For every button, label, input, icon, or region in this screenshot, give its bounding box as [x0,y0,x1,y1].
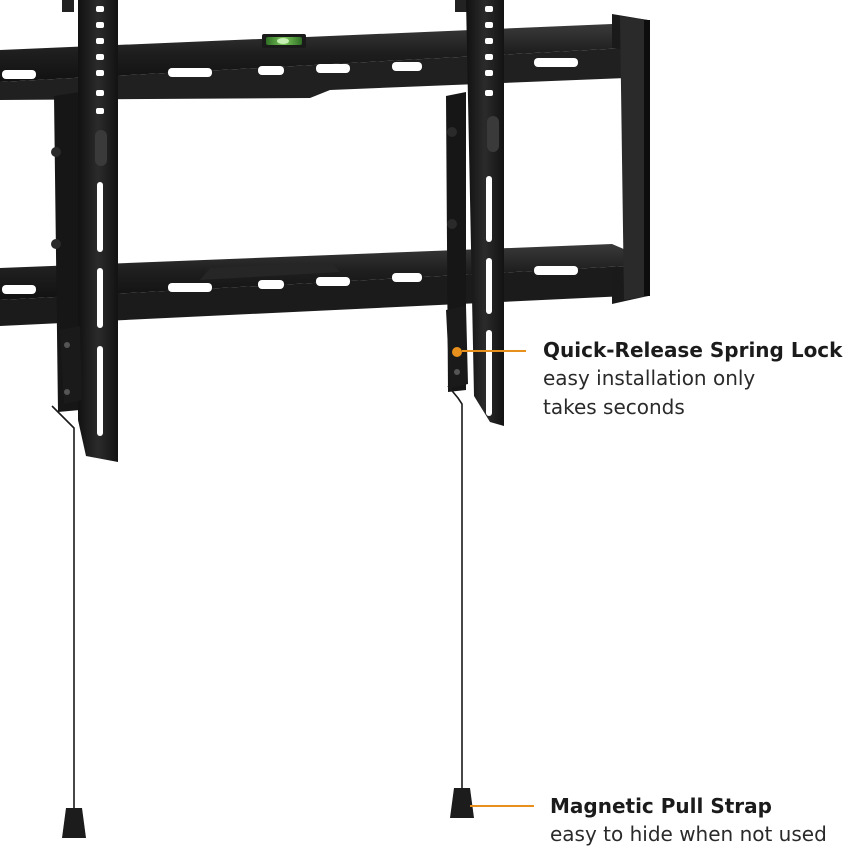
bottom-rail-lower-flange [0,266,626,326]
end-bracket [612,14,650,304]
pull-strap-title: Magnetic Pull Strap [550,794,772,818]
pull-strap-weights [62,788,474,838]
spring-lock-title: Quick-Release Spring Lock [543,338,843,362]
spring-lock-callout: Quick-Release Spring Lock easy installat… [543,336,842,422]
spring-lock-desc-1: easy installation only [543,366,756,390]
wall-plate [0,14,650,326]
bubble-level [262,34,306,48]
spring-lock-marker [452,347,462,357]
bottom-rail-slots [2,266,578,294]
pull-cords [51,385,463,810]
pull-strap-desc-1: easy to hide when not used [550,822,827,846]
spring-lock-desc-2: takes seconds [543,395,685,419]
pull-strap-callout: Magnetic Pull Strap easy to hide when no… [550,792,827,849]
top-rail-slots [2,58,578,79]
left-vertical-arm [51,0,118,462]
right-vertical-arm [446,0,504,426]
